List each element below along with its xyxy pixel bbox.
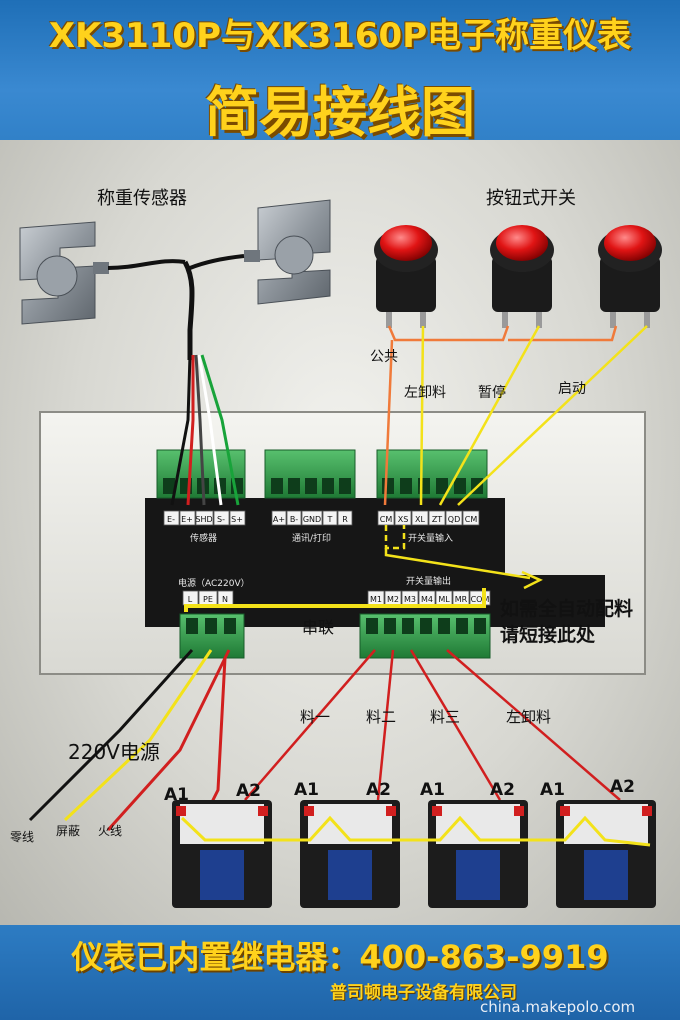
terminal-m3: M3 [404,595,416,604]
contactor-icon [556,800,656,908]
terminal-gnd: GND [303,515,321,524]
output-terminal-label: 开关量输出 [406,575,451,587]
series-label: 串联 [302,618,335,637]
terminal-block-icon [264,449,356,499]
terminal-pe: PE [203,595,213,604]
terminal-a-plus: A+ [273,515,285,524]
sensor-section-label: 称重传感器 [97,188,187,209]
contactor4-a1: A1 [540,780,565,800]
wire-label-material-3: 料三 [430,708,461,726]
terminal-cm-1: CM [380,515,393,524]
terminal-e-minus: E- [167,515,175,524]
contactor3-a2: A2 [490,780,515,800]
contactor1-a2: A2 [236,781,261,801]
power-terminal-label: 电源（AC220V） [178,577,250,589]
comm-terminal-label: 通讯/打印 [292,532,331,544]
power-source-label: 220V电源 [68,740,160,764]
contactor1-a1: A1 [164,785,189,805]
watermark-text: china.makepolo.com [480,998,636,1016]
switch-section-label: 按钮式开关 [486,188,576,209]
terminal-com: COM [471,595,490,604]
header-banner [0,0,680,150]
terminal-l: L [188,595,193,604]
terminal-m4: M4 [421,595,433,604]
contactor3-a1: A1 [420,780,445,800]
wire-label-unload-left: 左卸料 [404,385,446,401]
load-cell-icon [244,199,331,305]
relay-note: 仪表已内置继电器：400-863-9919 [71,938,609,976]
wire-label-common: 公共 [370,349,398,365]
page-subtitle: 简易接线图 [205,81,475,144]
wire-label-shield: 屏蔽 [56,824,81,838]
wire-label-start: 启动 [558,381,586,397]
load-cell-icon [19,221,109,325]
terminal-block-icon [359,613,491,659]
contactor4-a2: A2 [610,777,635,797]
sensor-terminal-label: 传感器 [190,532,217,544]
push-button-icon [374,225,438,328]
terminal-ml: ML [438,595,450,604]
wire-label-neutral: 零线 [10,830,35,844]
wire-label-material-1: 料一 [300,708,331,726]
contactor-icon [300,800,400,908]
wire-label-material-2: 料二 [366,708,397,726]
terminal-zt: ZT [432,515,442,524]
auto-batch-note-line1: 如需全自动配料 [500,598,634,620]
terminal-mr: MR [455,595,468,604]
terminal-s-plus: S+ [231,515,243,524]
terminal-n: N [222,595,228,604]
push-button-icon [490,225,554,328]
terminal-qd: QD [448,515,460,524]
wire-label-unload-left-output: 左卸料 [506,708,552,726]
terminal-xs: XS [398,515,409,524]
contactor-icon [172,800,272,908]
page-title: XK3110P与XK3160P电子称重仪表 [48,16,632,56]
terminal-m1: M1 [370,595,382,604]
wire-label-live: 火线 [98,824,123,838]
terminal-shd: SHD [195,515,212,524]
terminal-t: T [327,515,333,524]
contactor2-a2: A2 [366,780,391,800]
terminal-xl: XL [415,515,425,524]
terminal-e-plus: E+ [181,515,193,524]
terminal-m2: M2 [387,595,399,604]
auto-batch-note-line2: 请短接此处 [500,624,596,646]
company-name: 普司顿电子设备有限公司 [330,983,517,1003]
terminal-r: R [342,515,348,524]
terminal-block-icon [376,449,488,499]
wire-label-pause: 暂停 [478,385,506,401]
terminal-b-minus: B- [290,515,298,524]
footer-banner [0,925,680,1020]
input-terminal-label: 开关量输入 [408,532,453,544]
terminal-s-minus: S- [217,515,225,524]
contactor-icon [428,800,528,908]
terminal-cm-2: CM [465,515,478,524]
push-button-icon [598,225,662,328]
contactor2-a1: A1 [294,780,319,800]
